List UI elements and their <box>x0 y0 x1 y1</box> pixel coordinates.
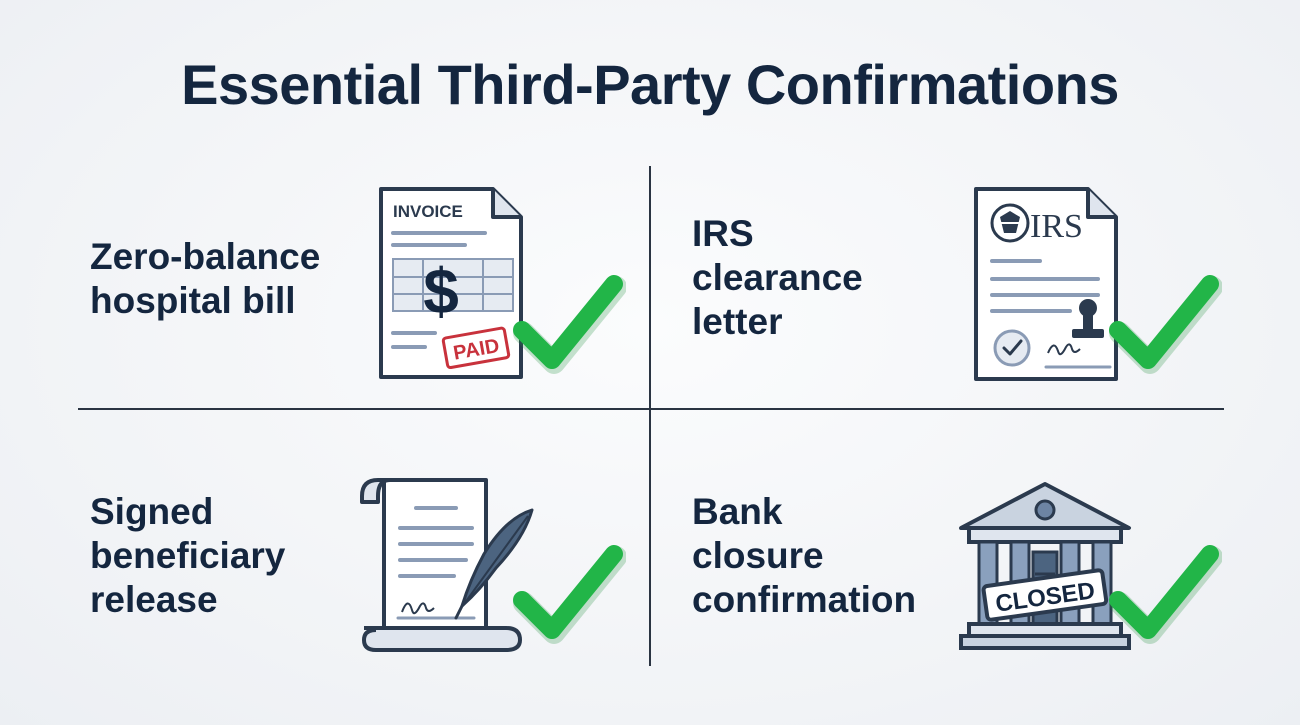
invoice-document-icon: INVOICE $ PAID <box>379 187 523 379</box>
label-hospital-bill: Zero-balance hospital bill <box>90 235 320 323</box>
bank-building-icon: CLOSED <box>959 482 1131 650</box>
label-line: letter <box>692 301 783 342</box>
label-bank-closure: Bank closure confirmation <box>692 490 916 622</box>
rubber-stamp-icon <box>1072 299 1104 338</box>
label-line: Zero-balance <box>90 236 321 277</box>
label-line: closure <box>692 535 824 576</box>
quill-icon <box>454 508 534 620</box>
label-line: Signed <box>90 491 214 532</box>
vertical-divider <box>649 166 651 666</box>
irs-letter-icon: IRS <box>974 187 1118 381</box>
check-icon <box>513 545 626 644</box>
svg-text:$: $ <box>423 255 459 327</box>
invoice-heading: INVOICE <box>393 202 463 221</box>
label-line: release <box>90 579 218 620</box>
horizontal-divider <box>78 408 1224 410</box>
check-icon <box>513 275 626 374</box>
check-icon <box>1109 275 1222 374</box>
irs-eagle-seal <box>990 203 1030 243</box>
label-line: Bank <box>692 491 783 532</box>
page-title: Essential Third-Party Confirmations <box>181 53 1119 116</box>
label-line: clearance <box>692 257 863 298</box>
check-icon <box>1109 545 1222 644</box>
irs-heading: IRS <box>1030 208 1083 245</box>
label-line: IRS <box>692 213 754 254</box>
label-irs-letter: IRS clearance letter <box>692 212 863 344</box>
scroll-quill-icon <box>360 478 534 652</box>
label-line: confirmation <box>692 579 917 620</box>
label-beneficiary-release: Signed beneficiary release <box>90 490 285 622</box>
label-line: hospital bill <box>90 280 296 321</box>
label-line: beneficiary <box>90 535 286 576</box>
